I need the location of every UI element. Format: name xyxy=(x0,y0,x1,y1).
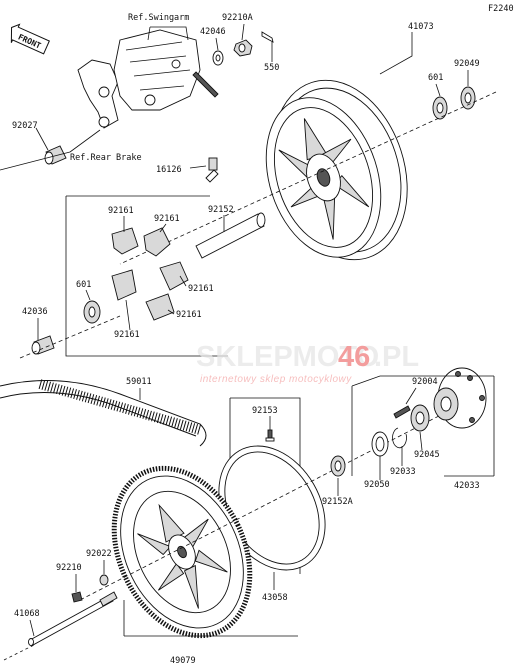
label-92161-d: 92161 xyxy=(114,330,140,340)
collar-42036 xyxy=(31,335,55,355)
label-92153: 92153 xyxy=(252,406,278,416)
cast-wheel-41073 xyxy=(265,79,408,261)
axle-41068 xyxy=(28,591,118,646)
watermark-text-3: .PL xyxy=(374,341,419,373)
label-42033: 42033 xyxy=(454,481,480,491)
label-92049: 92049 xyxy=(454,59,480,69)
spacer-92152A xyxy=(330,455,346,477)
label-92004: 92004 xyxy=(412,377,438,387)
watermark-tagline: internetowy sklep motocyklowy xyxy=(200,374,352,385)
nut-92022 xyxy=(99,574,109,586)
label-49079: 49079 xyxy=(170,656,196,666)
bearing-601-upper xyxy=(432,96,448,120)
watermark-text-1: SKLEPMOTO xyxy=(196,341,379,373)
label-92050: 92050 xyxy=(364,480,390,490)
label-601-upper: 601 xyxy=(428,73,443,83)
watermark-text-2: 46 xyxy=(338,341,370,373)
pin-92004 xyxy=(393,405,411,419)
ref-rear-brake-label: Ref.Rear Brake xyxy=(70,153,142,163)
label-41068: 41068 xyxy=(14,609,40,619)
label-16126: 16126 xyxy=(156,165,182,175)
label-92152A: 92152A xyxy=(322,497,353,507)
damper-92161-e xyxy=(145,293,175,321)
label-41073: 41073 xyxy=(408,22,434,32)
label-92210: 92210 xyxy=(56,563,82,573)
coupling-42033 xyxy=(433,367,487,429)
spacer-92152 xyxy=(195,212,266,259)
bearing-92045 xyxy=(410,404,430,432)
ref-swingarm-label: Ref.Swingarm xyxy=(128,13,189,23)
label-43058: 43058 xyxy=(262,593,288,603)
valve-16126 xyxy=(205,157,219,183)
collar-92027 xyxy=(44,145,67,165)
damper-92161-a xyxy=(111,227,139,255)
rear-brake-caliper-bracket xyxy=(77,29,201,129)
label-92161-b: 92161 xyxy=(154,214,180,224)
seal-92050 xyxy=(371,431,389,457)
nut-92210 xyxy=(71,591,83,603)
label-92022: 92022 xyxy=(86,549,112,559)
label-92210A: 92210A xyxy=(222,13,253,23)
drive-belt-59011 xyxy=(0,379,207,447)
cotter-pin-550 xyxy=(261,31,274,43)
label-92152: 92152 xyxy=(208,205,234,215)
diagram-code: F2240 xyxy=(488,4,514,14)
damper-92161-d xyxy=(111,269,137,301)
damper-92161-b xyxy=(143,227,171,257)
nut-92210A xyxy=(233,39,253,57)
adjuster-bolt xyxy=(192,71,219,98)
label-92161-e: 92161 xyxy=(176,310,202,320)
circlip-92033 xyxy=(392,427,407,449)
label-92045: 92045 xyxy=(414,450,440,460)
label-59011: 59011 xyxy=(126,377,152,387)
washer-42046 xyxy=(212,50,224,66)
bearing-601-lower xyxy=(83,300,101,324)
label-42036: 42036 xyxy=(22,307,48,317)
damper-92161-c xyxy=(159,261,189,291)
front-arrow-icon: FRONT xyxy=(10,23,50,55)
watermark: SKLEPMOTO 46 .PL internetowy sklep motoc… xyxy=(196,341,419,385)
rear-pulley-49079 xyxy=(111,465,253,639)
label-92027: 92027 xyxy=(12,121,38,131)
label-42046: 42046 xyxy=(200,27,226,37)
label-601-lower: 601 xyxy=(76,280,91,290)
label-92161-c: 92161 xyxy=(188,284,214,294)
label-92033: 92033 xyxy=(390,467,416,477)
seal-92049 xyxy=(460,86,476,110)
label-550: 550 xyxy=(264,63,279,73)
bolt-92153 xyxy=(265,429,275,442)
label-92161-a: 92161 xyxy=(108,206,134,216)
